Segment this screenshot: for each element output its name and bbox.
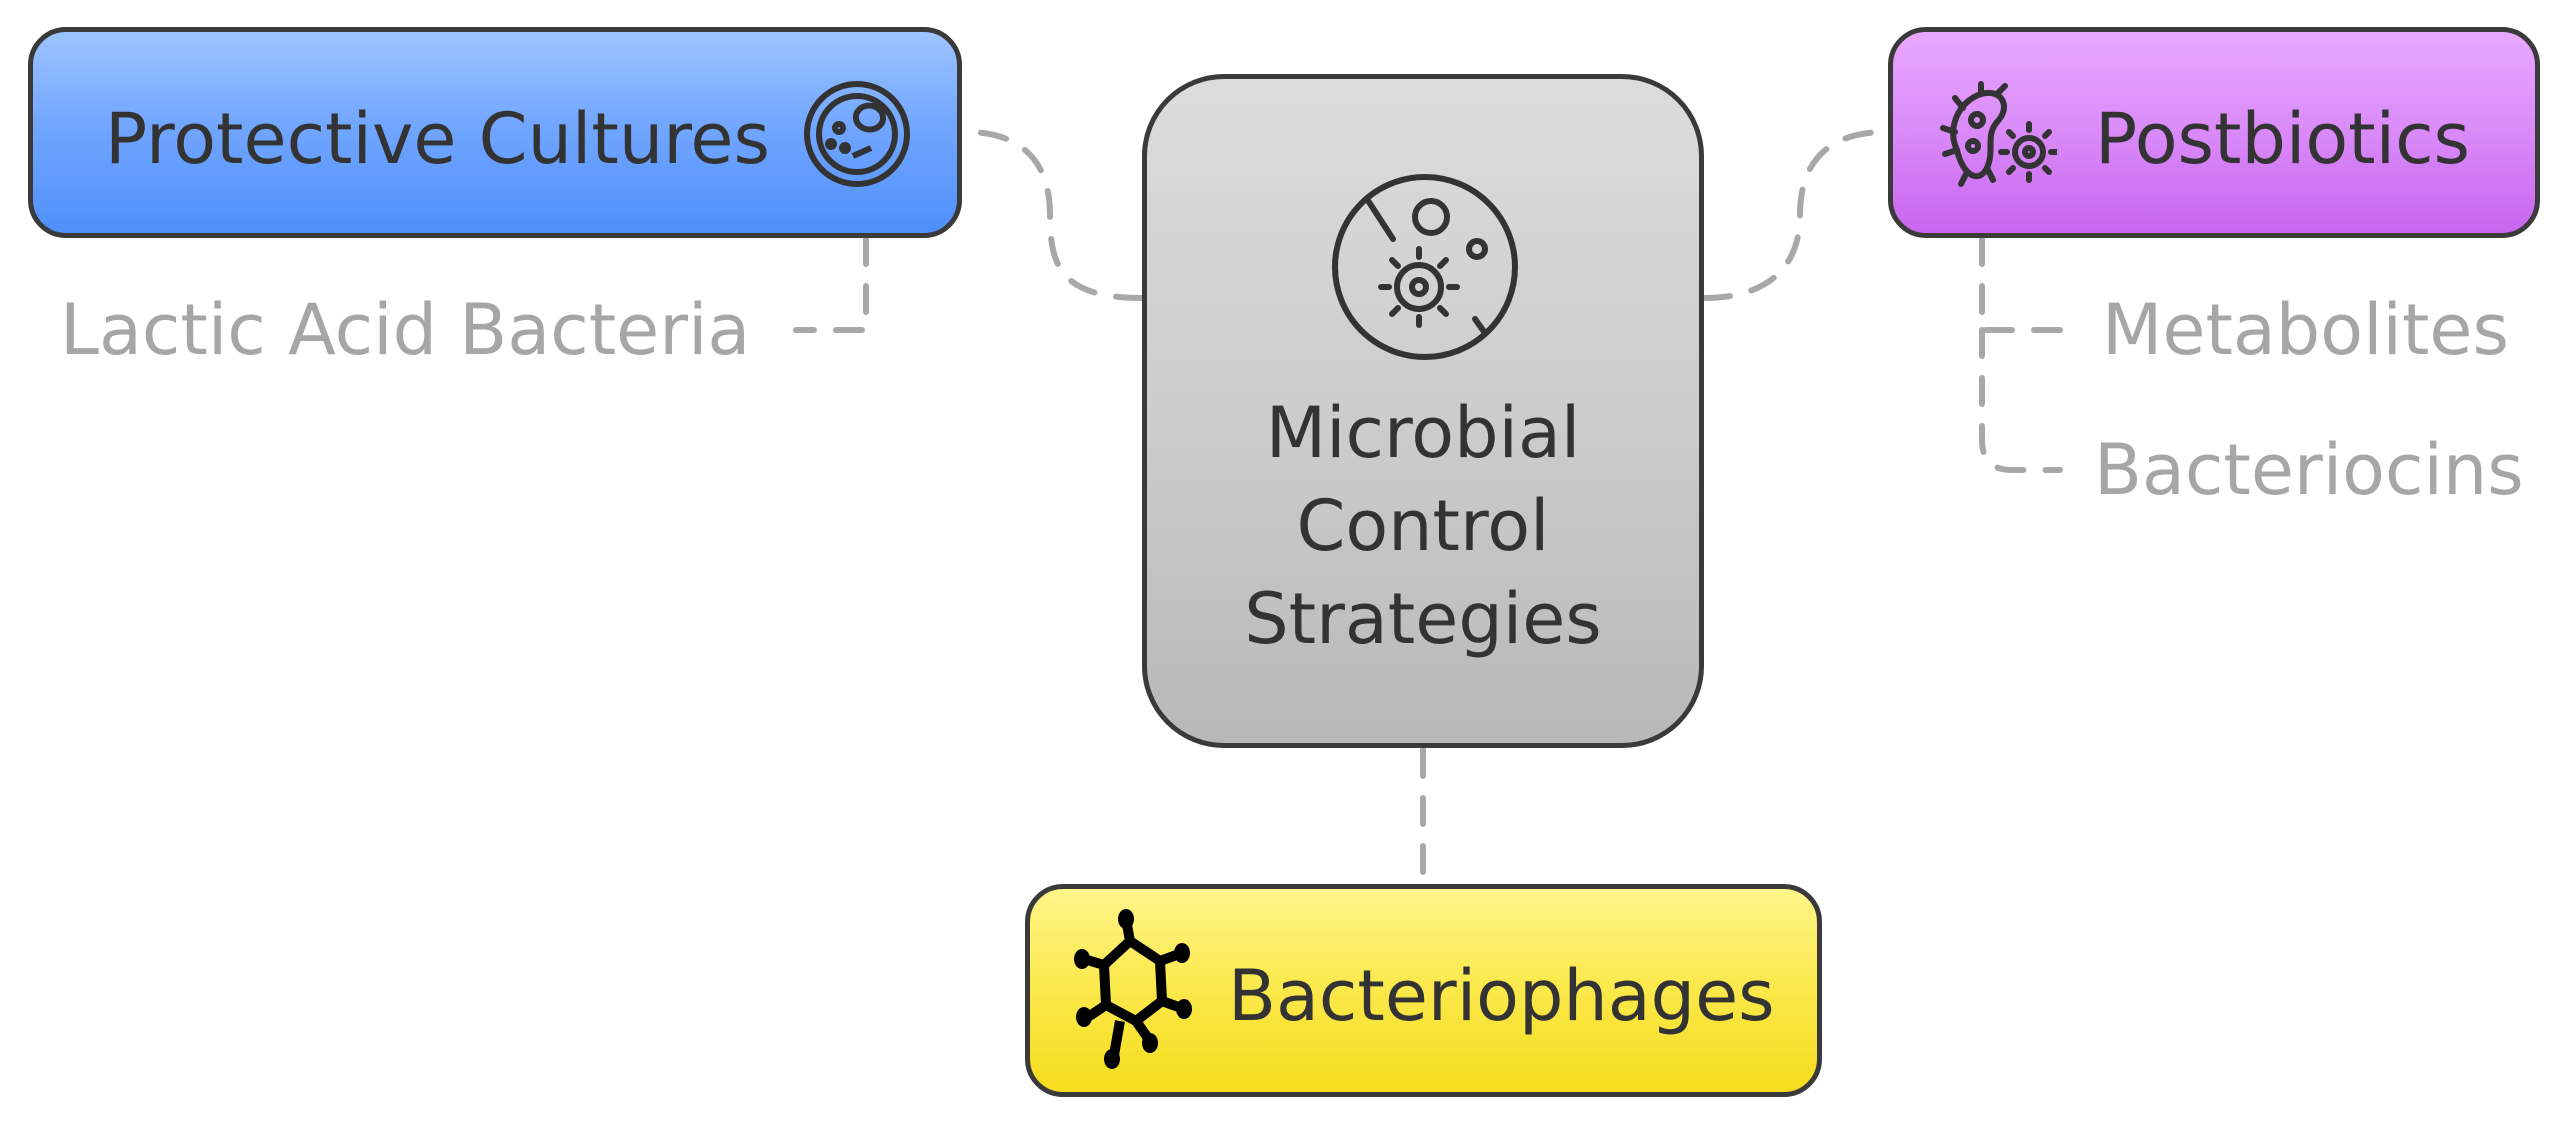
postbiotics-label: Postbiotics — [2095, 98, 2471, 180]
connector-center-to-protective — [963, 129, 1145, 301]
connector-postbiotics-to-bacteriocins — [1979, 327, 2063, 473]
metabolites-label: Metabolites — [2102, 289, 2509, 371]
protective-cultures-label: Protective Cultures — [105, 98, 770, 180]
lactic-acid-bacteria-label: Lactic Acid Bacteria — [60, 289, 751, 371]
center-title-line: Control — [1296, 485, 1550, 567]
petri-dish-icon — [801, 78, 913, 194]
center-title-line: Microbial — [1265, 392, 1581, 474]
connector-protective-to-lactic — [793, 235, 869, 333]
center-title: Microbial Control Strategies — [1147, 387, 1699, 666]
bacteriophages-node: Bacteriophages — [1025, 884, 1822, 1097]
bacteria-icon — [1937, 80, 2060, 196]
connector-postbiotics-to-metabolites — [1979, 235, 2063, 333]
postbiotics-node: Postbiotics — [1888, 27, 2540, 238]
protective-cultures-node: Protective Cultures — [28, 27, 962, 238]
connector-center-to-postbiotics — [1701, 129, 1889, 301]
bacteriophages-label: Bacteriophages — [1228, 955, 1775, 1037]
petri-dish-microbe-icon — [1327, 169, 1523, 369]
microbial-control-strategies-node: Microbial Control Strategies — [1142, 74, 1704, 748]
center-title-line: Strategies — [1244, 578, 1602, 660]
bacteriocins-label: Bacteriocins — [2094, 429, 2524, 511]
molecule-icon — [1070, 909, 1200, 1083]
